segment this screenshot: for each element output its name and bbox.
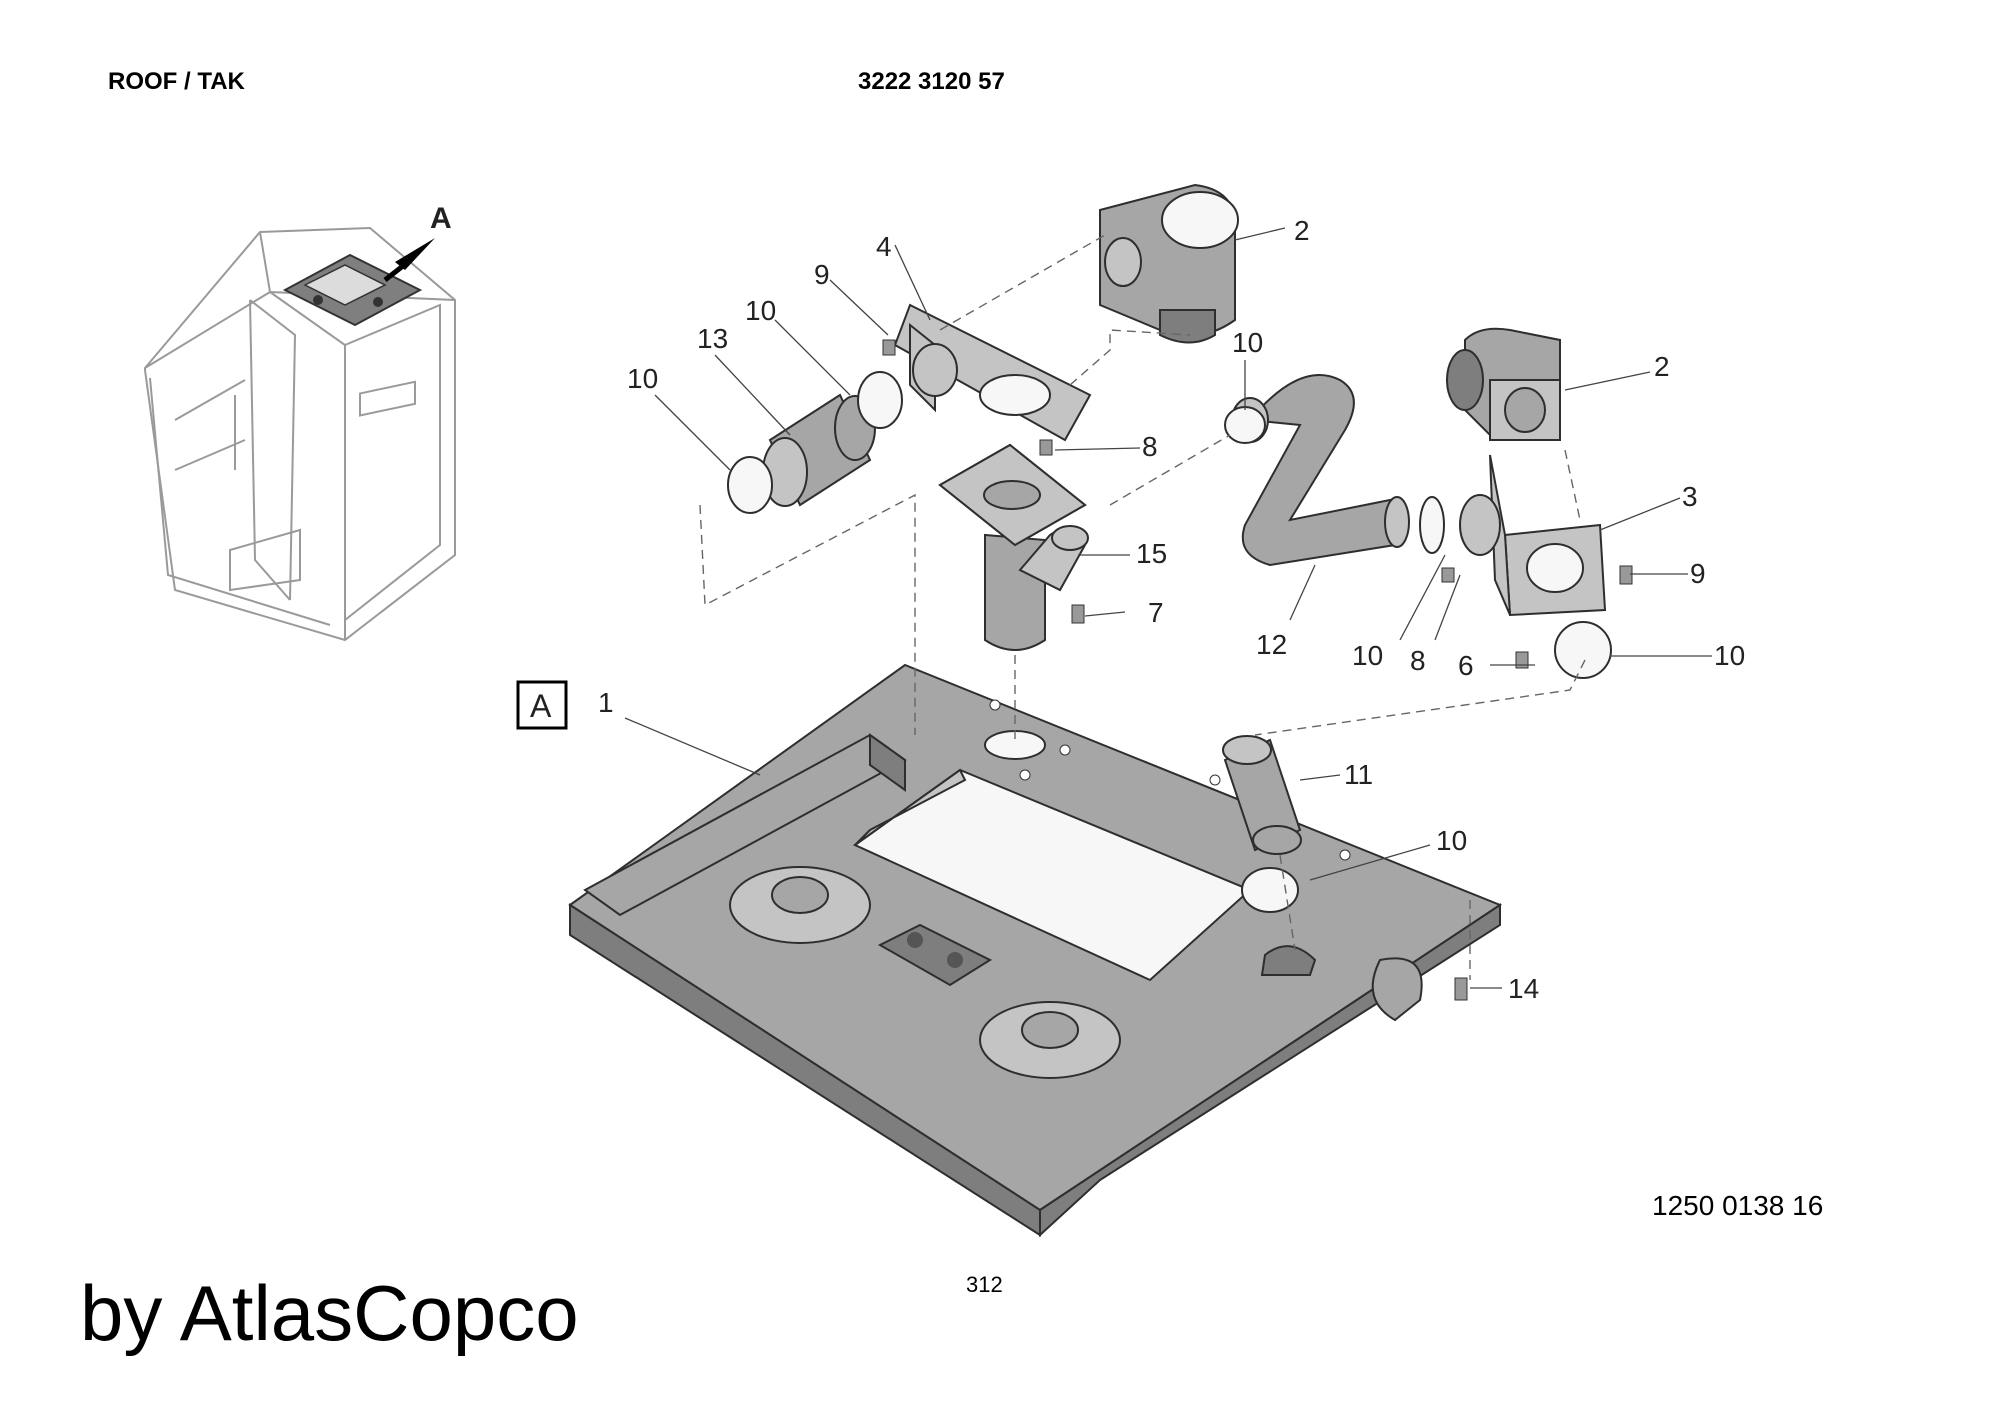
fan-bracket-left <box>893 303 1092 442</box>
callout-3: 3 <box>1682 481 1698 512</box>
hose-clamps <box>727 371 1612 913</box>
callout-11: 11 <box>1344 759 1373 790</box>
page-number: 312 <box>966 1272 1003 1297</box>
duct-flange-gasket <box>938 443 1087 547</box>
callout-12: 12 <box>1256 629 1287 660</box>
detail-marker-box <box>516 680 568 730</box>
assembly-paths <box>699 234 1586 980</box>
roof-panel <box>568 663 1503 1238</box>
hose-13 <box>762 393 876 507</box>
callout-8-left: 8 <box>1142 431 1158 462</box>
part-number: 3222 3120 57 <box>858 68 1005 95</box>
hose-12 <box>1231 374 1410 567</box>
callout-4: 4 <box>876 231 892 262</box>
callout-9-right: 9 <box>1690 558 1706 589</box>
callout-6: 6 <box>1458 650 1474 681</box>
figure-number: 1250 0138 16 <box>1652 1190 1824 1221</box>
callout-10-c: 10 <box>1232 327 1263 358</box>
callout-10-f: 10 <box>1436 825 1467 856</box>
leader-lines <box>624 227 1712 989</box>
callout-10-b: 10 <box>745 295 776 326</box>
callout-10-a: 10 <box>627 363 658 394</box>
callout-13: 13 <box>697 323 728 354</box>
blower-fan-right <box>1446 327 1561 441</box>
screws <box>882 339 1633 1001</box>
overview-detail-label: A <box>430 202 452 235</box>
brand-watermark: by AtlasCopco <box>80 1269 579 1357</box>
detail-marker-label: A <box>530 688 552 724</box>
callout-14: 14 <box>1508 973 1539 1004</box>
callout-8-right: 8 <box>1410 645 1426 676</box>
callout-1: 1 <box>598 687 614 718</box>
callout-15: 15 <box>1136 538 1167 569</box>
callout-10-d: 10 <box>1352 640 1383 671</box>
hose-11 <box>1222 735 1302 855</box>
callout-10-e: 10 <box>1714 640 1745 671</box>
page-title: ROOF / TAK <box>108 68 245 95</box>
blower-fan-left <box>1099 183 1239 344</box>
callout-7: 7 <box>1148 597 1164 628</box>
cab-overview-illustration <box>144 226 456 642</box>
callout-2-left: 2 <box>1294 215 1310 246</box>
callout-2-right: 2 <box>1654 351 1670 382</box>
fan-bracket-right <box>1459 454 1607 617</box>
callout-9-left: 9 <box>814 259 830 290</box>
